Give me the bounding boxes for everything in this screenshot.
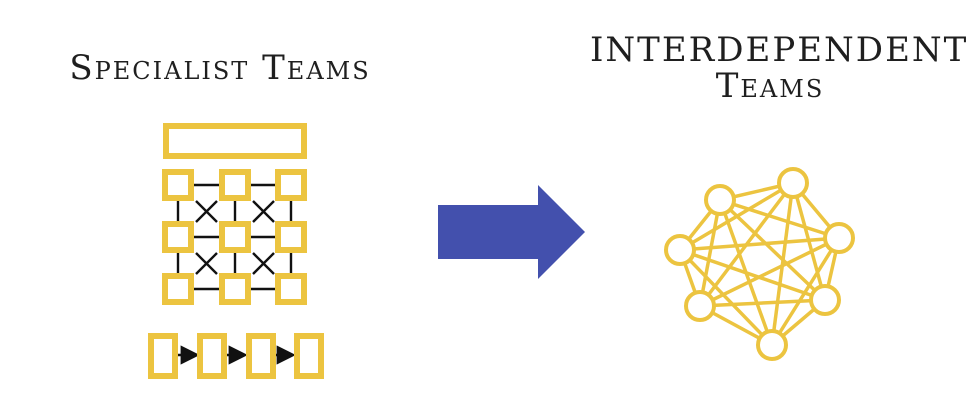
pipeline-node (294, 333, 324, 379)
grid-node (275, 273, 307, 305)
interdependent-network (664, 167, 855, 361)
pipeline (148, 333, 324, 379)
network-node (664, 234, 696, 266)
grid-node (162, 273, 194, 305)
grid-node (219, 169, 251, 201)
grid-nodes (162, 169, 307, 305)
network-edge (699, 298, 826, 308)
pipeline-node (197, 333, 227, 379)
grid-node (219, 221, 251, 253)
grid-lines (176, 183, 293, 291)
top-bar-box (163, 123, 307, 159)
interdependent-teams-title: INTERDEPENDENT Teams (590, 32, 966, 106)
network-node (756, 329, 788, 361)
network-node (809, 284, 841, 316)
specialist-structure (148, 123, 324, 379)
interdependent-title-line1: INTERDEPENDENT (590, 30, 969, 70)
network-edge (679, 236, 840, 252)
network-node (684, 290, 716, 322)
pipeline-nodes (148, 333, 324, 379)
network-edge (719, 198, 840, 240)
grid-diagonal (252, 200, 275, 223)
transition-arrow-icon (438, 185, 585, 279)
network-node (823, 222, 855, 254)
grid-diagonal (195, 252, 218, 275)
grid-node (219, 273, 251, 305)
pipeline-node (148, 333, 178, 379)
network-edge (678, 248, 774, 347)
grid-node (162, 169, 194, 201)
network-node (777, 167, 809, 199)
specialist-teams-title: Specialist Teams (69, 48, 371, 88)
interdependent-title-line2: Teams (715, 66, 825, 106)
pipeline-node (246, 333, 276, 379)
network-node (704, 184, 736, 216)
grid-diagonal (252, 252, 275, 275)
network-edge (679, 181, 794, 252)
network-edge (698, 199, 722, 307)
grid-node (275, 221, 307, 253)
grid-node (275, 169, 307, 201)
grid-diagonal (195, 200, 218, 223)
grid-node (162, 221, 194, 253)
network-edge (679, 248, 826, 302)
